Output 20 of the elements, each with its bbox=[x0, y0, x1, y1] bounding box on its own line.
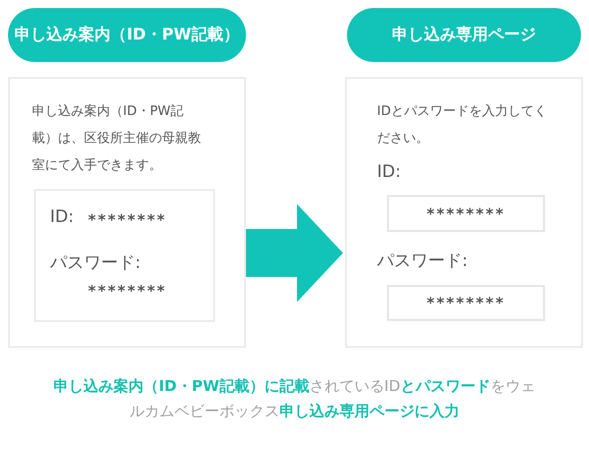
info-card bbox=[8, 77, 246, 348]
field-label: パスワード: bbox=[377, 250, 468, 272]
heading-pill bbox=[347, 8, 581, 62]
masked-value: ******** bbox=[88, 211, 167, 229]
instruction-text: IDとパスワードを入力してください。 bbox=[377, 103, 548, 148]
caption-text: 申し込み案内（ID・PW記載）に記載されているIDとパスワードをウェルカムベビーボックス申し込み専用ページに入力 bbox=[52, 376, 536, 422]
field-label: パスワード: bbox=[50, 252, 141, 274]
input-field bbox=[387, 285, 545, 321]
description-text: 申し込み案内（ID・PW記載）は、区役所主催の母親教室にて入手できます。 bbox=[32, 103, 202, 175]
field-label: ID: bbox=[50, 207, 74, 227]
input-field bbox=[387, 195, 545, 232]
login-page-card bbox=[345, 77, 583, 348]
heading-pill bbox=[8, 8, 246, 62]
heading-text: 申し込み案内（ID・PW記載） bbox=[14, 24, 240, 46]
field-label: ID: bbox=[377, 162, 401, 182]
heading-text: 申し込み専用ページ bbox=[392, 24, 536, 46]
masked-value: ******** bbox=[426, 204, 506, 222]
masked-value: ******** bbox=[426, 294, 506, 312]
masked-value: ******** bbox=[88, 282, 167, 300]
block-arrow bbox=[246, 204, 343, 302]
